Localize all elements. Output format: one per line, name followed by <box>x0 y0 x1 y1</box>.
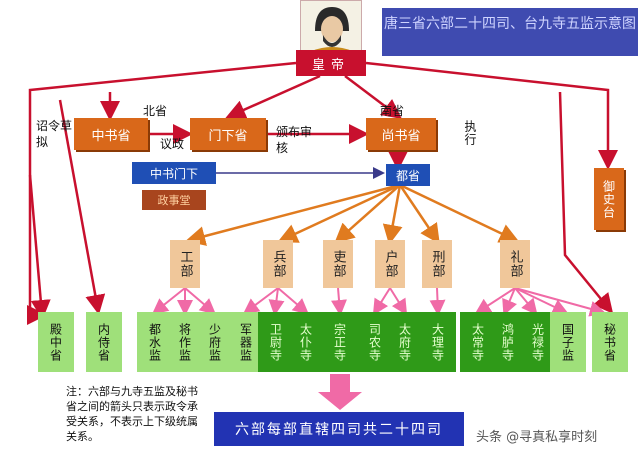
discuss-note: 议政 <box>160 137 185 151</box>
bottom-summary: 六部每部直辖四司共二十四司 <box>214 412 464 446</box>
ministry-personnel: 吏部 <box>323 240 353 288</box>
dept-guozi: 国子监 <box>550 312 586 372</box>
footnote: 注：六部与九寺五监及秘书省之间的箭头只表示政令承受关系，不表示上下级统属关系。 <box>66 385 198 443</box>
zhongshu-menxia-bar: 中书门下 <box>132 162 216 184</box>
north-province-label: 北省 <box>143 104 168 118</box>
down-arrow-icon <box>318 374 362 410</box>
dept-neishi: 内侍省 <box>86 312 122 372</box>
ministry-war: 兵部 <box>263 240 293 288</box>
dept-shaofu: 少府监 <box>197 312 233 372</box>
ministry-rites: 礼部 <box>500 240 530 288</box>
emperor-box: 皇帝 <box>296 50 366 76</box>
dusheng-box: 都省 <box>386 164 430 186</box>
emperor-label: 皇帝 <box>311 57 350 73</box>
execute-note: 执行 <box>463 120 477 146</box>
draft-note: 诏令草拟 <box>36 119 73 149</box>
south-province-label: 南省 <box>380 104 405 118</box>
ministry-revenue: 户部 <box>375 240 405 288</box>
shangshu-province: 尚书省 <box>366 118 436 150</box>
dept-mishu: 秘书省 <box>592 312 628 372</box>
dept-taifu: 太府寺 <box>387 312 423 372</box>
dept-zongzheng: 宗正寺 <box>322 312 358 372</box>
ministry-justice: 刑部 <box>422 240 452 288</box>
dept-taipu: 太仆寺 <box>288 312 324 372</box>
emperor-portrait <box>300 0 362 52</box>
zhongshu-province: 中书省 <box>74 118 148 150</box>
watermark: 头条 @寻真私享时刻 <box>476 430 598 445</box>
diagram-title: 唐三省六部二十四司、台九寺五监示意图 <box>382 8 638 56</box>
yushitai-box: 御史台 <box>594 168 624 230</box>
ministry-works: 工部 <box>170 240 200 288</box>
review-note: 颁布审核 <box>276 125 313 155</box>
zhengshitang-box: 政事堂 <box>142 190 206 210</box>
dept-dali: 大理寺 <box>420 312 456 372</box>
menxia-province: 门下省 <box>190 118 266 150</box>
dept-dianzhong: 殿中省 <box>38 312 74 372</box>
